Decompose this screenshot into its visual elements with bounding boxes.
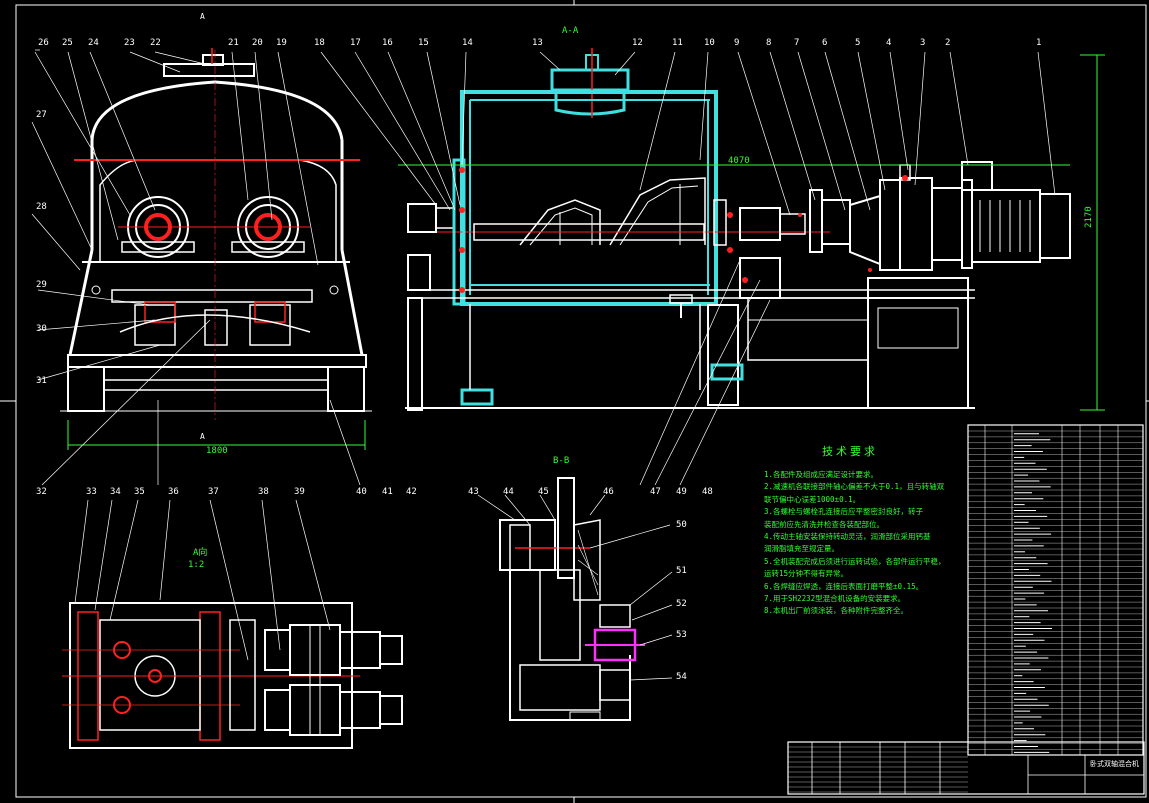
- part-number-49: 49: [676, 487, 687, 497]
- tech-requirement-line: 1.各配件及组成应满足设计要求。: [764, 470, 879, 479]
- part-number-17: 17: [350, 38, 361, 48]
- part-number-4: 4: [886, 38, 892, 48]
- part-number-30: 30: [36, 324, 47, 334]
- part-number-9: 9: [734, 38, 740, 48]
- title-block: [787, 741, 1145, 795]
- tech-requirement-line: 2.减速机各联接部件轴心偏差不大于0.1，且与转轴双: [764, 482, 945, 492]
- part-number-1: 1: [1036, 38, 1042, 48]
- title-block-rows: [788, 746, 968, 793]
- part-number-34: 34: [110, 487, 121, 497]
- part-number-52: 52: [676, 599, 687, 609]
- part-number-6: 6: [822, 38, 828, 48]
- part-number-40: 40: [356, 487, 367, 497]
- part-number-23: 23: [124, 38, 135, 48]
- part-number-15: 15: [418, 38, 429, 48]
- tech-requirement-line: 运转15分钟不得有异常。: [764, 569, 849, 579]
- part-number-16: 16: [382, 38, 393, 48]
- tech-requirement-line: 5.全机装配完成后须进行运转试验，各部件运行平稳，: [764, 556, 946, 566]
- view-a-label: A向: [193, 548, 208, 558]
- front-leaders: [31, 49, 361, 486]
- part-number-32: 32: [36, 487, 47, 497]
- part-number-27: 27: [36, 110, 47, 120]
- part-number-19: 19: [276, 38, 287, 48]
- part-number-29: 29: [36, 280, 47, 290]
- section-aa-red-bolts: [459, 167, 908, 293]
- part-number-36: 36: [168, 487, 179, 497]
- part-number-20: 20: [252, 38, 263, 48]
- part-number-12: 12: [632, 38, 643, 48]
- tech-requirement-line: 联节偏中心误差1000±0.1。: [764, 494, 861, 504]
- view-a-leaders: [74, 499, 331, 661]
- section-bb-label: B-B: [553, 456, 570, 466]
- tech-requirement-line: 8.本机出厂前须涂装，各种附件完整齐全。: [764, 606, 909, 616]
- tech-requirement-line: 装配前应先清洗并检查各装配部位。: [764, 519, 884, 529]
- part-number-25: 25: [62, 38, 73, 48]
- part-number-31: 31: [36, 376, 47, 386]
- drawing-frame: [15, 4, 1147, 798]
- part-number-26: 26: [38, 38, 49, 48]
- part-number-13: 13: [532, 38, 543, 48]
- part-number-45: 45: [538, 487, 549, 497]
- part-number-43: 43: [468, 487, 479, 497]
- part-number-38: 38: [258, 487, 269, 497]
- part-number-33: 33: [86, 487, 97, 497]
- part-number-3: 3: [920, 38, 926, 48]
- tech-requirements-title: 技术要求: [822, 445, 878, 458]
- part-number-21: 21: [228, 38, 239, 48]
- part-number-14: 14: [462, 38, 473, 48]
- part-number-24: 24: [88, 38, 99, 48]
- view-mark-a-bottom: A: [200, 432, 205, 441]
- section-aa-label: A-A: [562, 26, 579, 36]
- tech-requirement-line: 润滑脂填充至规定量。: [764, 544, 839, 554]
- part-number-8: 8: [766, 38, 772, 48]
- part-number-28: 28: [36, 202, 47, 212]
- part-number-2: 2: [945, 38, 951, 48]
- dim-main-height: 2170: [1084, 206, 1094, 228]
- aa-leaders: [320, 51, 1056, 486]
- part-number-7: 7: [794, 38, 800, 48]
- section-aa-view: [398, 48, 1105, 411]
- part-number-47: 47: [650, 487, 661, 497]
- part-number-41: 41: [382, 487, 393, 497]
- front-view: [60, 48, 372, 450]
- tech-requirement-line: 3.各螺栓与螺栓孔连接后应平整密封良好，转子: [764, 507, 924, 517]
- part-number-10: 10: [704, 38, 715, 48]
- dim-main-length: 4070: [728, 156, 750, 166]
- part-number-22: 22: [150, 38, 161, 48]
- view-mark-a-top: A: [200, 12, 205, 21]
- part-number-44: 44: [503, 487, 514, 497]
- part-number-54: 54: [676, 672, 687, 682]
- part-number-18: 18: [314, 38, 325, 48]
- tech-requirement-line: 6.各焊缝应焊透，连接后表面打磨平整±0.15。: [764, 581, 924, 591]
- view-a: [62, 602, 403, 749]
- bb-leaders: [477, 494, 673, 681]
- part-number-5: 5: [855, 38, 861, 48]
- part-number-11: 11: [672, 38, 683, 48]
- part-number-37: 37: [208, 487, 219, 497]
- part-number-51: 51: [676, 566, 687, 576]
- part-number-53: 53: [676, 630, 687, 640]
- part-number-46: 46: [603, 487, 614, 497]
- part-number-39: 39: [294, 487, 305, 497]
- part-number-48: 48: [702, 487, 713, 497]
- tech-requirement-line: 4.传动主轴安装保持转动灵活，润滑部位采用钙基: [764, 532, 931, 541]
- parts-list: [967, 424, 1144, 756]
- section-bb-view: [499, 477, 645, 721]
- part-number-35: 35: [134, 487, 145, 497]
- part-number-42: 42: [406, 487, 417, 497]
- view-a-scale: 1:2: [188, 560, 205, 570]
- part-number-50: 50: [676, 520, 687, 530]
- dim-front-width: 1800: [206, 446, 228, 456]
- title-block-name: 卧式双轴混合机: [1090, 760, 1139, 768]
- tech-requirement-line: 7.用于SH2232型混合机设备的安装要求。: [764, 594, 906, 603]
- parts-list-rows: [968, 430, 1143, 753]
